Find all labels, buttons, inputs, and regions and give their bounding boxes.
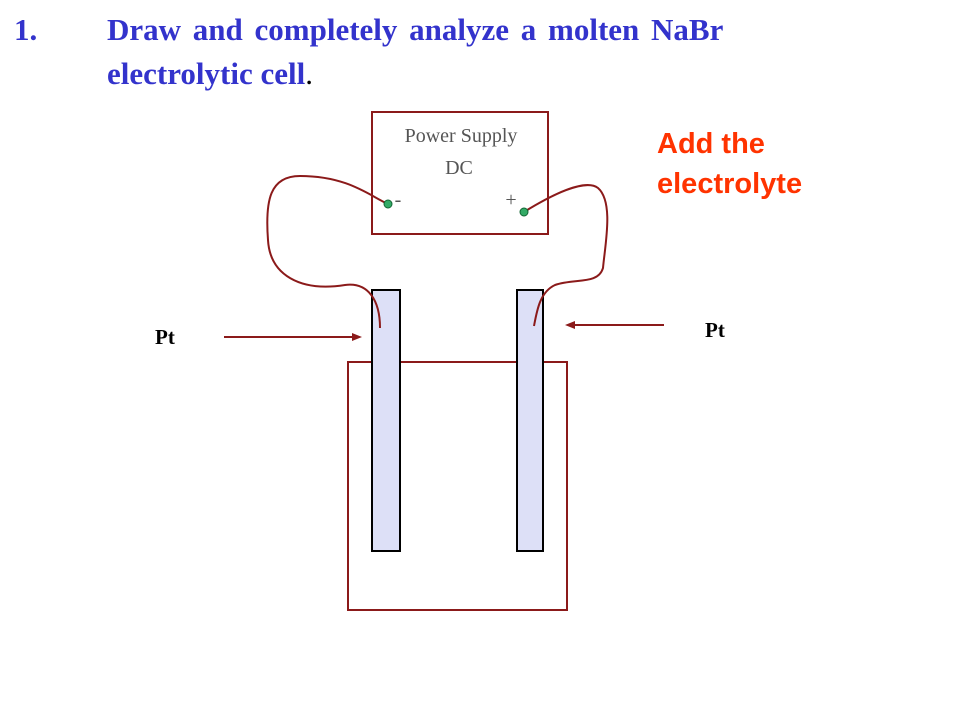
left-electrode-label: Pt bbox=[155, 325, 175, 349]
positive-terminal bbox=[519, 207, 529, 217]
wire-positive bbox=[523, 184, 609, 327]
question-text-line-2: electrolytic cell. bbox=[107, 56, 313, 92]
question-period: . bbox=[305, 56, 313, 91]
right-pointer-arrow bbox=[565, 321, 664, 329]
power-supply-type: DC bbox=[445, 157, 473, 179]
right-electrode-label: Pt bbox=[705, 318, 725, 342]
electrolyte-instruction: Add the electrolyte bbox=[657, 124, 802, 204]
negative-terminal-label: - bbox=[395, 189, 402, 211]
beaker bbox=[347, 361, 568, 611]
power-supply-box bbox=[371, 111, 549, 235]
question-number: 1. bbox=[14, 12, 38, 47]
question-text-line-1: Draw and completely analyze a molten NaB… bbox=[107, 12, 724, 47]
right-electrode-anode bbox=[516, 289, 544, 552]
question-text-line-2-main: electrolytic cell bbox=[107, 56, 306, 91]
left-electrode-cathode bbox=[371, 289, 401, 552]
electrolyte-instruction-line-2: electrolyte bbox=[657, 168, 803, 200]
power-supply-label: Power Supply bbox=[405, 125, 518, 147]
positive-terminal-label: + bbox=[505, 189, 516, 211]
wire-negative bbox=[266, 174, 389, 329]
electrolyte-instruction-line-1: Add the bbox=[657, 128, 765, 160]
left-pointer-arrow bbox=[224, 333, 362, 341]
negative-terminal bbox=[383, 199, 393, 209]
